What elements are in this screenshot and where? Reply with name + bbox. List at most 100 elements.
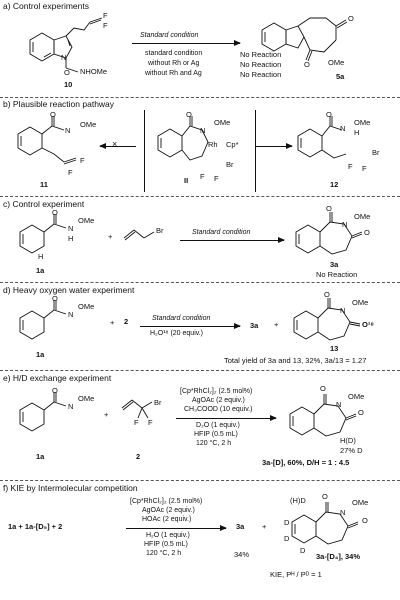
compound-1a-label-d: 1a [36,350,45,359]
compound-10-structure [29,17,103,73]
atom-ome-3a-c: OMe [354,212,371,221]
atom-o-ii: O [186,110,192,119]
atom-br-ii: Br [226,160,234,169]
atom-o2-5a: O [304,60,310,69]
kie-f: KIE, Pᴴ / Pᴰ = 1 [270,570,322,579]
condition-e-2: AgOAc (2 equiv.) [192,397,245,404]
arrow-f [126,525,227,531]
arrow-d [140,323,241,329]
atom-ome-ii: OMe [214,118,231,127]
intermediate-ii-label: II [184,176,189,185]
plus-d: + [110,318,115,327]
atom-f1-12: F [348,162,353,171]
section-b-title: b) Plausible reaction pathway [3,99,115,109]
atom-ome-1a-c: OMe [78,216,95,225]
compound-5a-label: 5a [336,72,345,81]
atom-f1-a: F [103,11,108,20]
condition-f-5: HFIP (0.5 mL) [144,541,188,548]
divider-a [0,97,400,98]
arrow-e [176,415,277,421]
compound-2-structure-e [121,399,153,419]
atom-o1-3a-e: O [320,384,326,393]
atom-f2-11: F [68,168,73,177]
compound-1a-structure-c [19,214,67,254]
atom-ome-3a-f: OMe [352,498,369,507]
atom-n-12: N [340,124,346,133]
condition-e-4: D₂O (1 equiv.) [196,422,240,429]
section-c-title: c) Control experiment [3,199,85,209]
condition-e-3: CH₃COOD (10 equiv.) [184,406,253,413]
atom-cp-ii: Cp* [226,140,239,149]
arrow-a [132,40,241,46]
d-percent-e: 27% D [340,446,363,455]
atom-ome-5a: OMe [328,58,345,67]
compound-10-label: 10 [64,80,73,89]
section-b: b) Plausible reaction pathway O N OMe F … [0,98,400,198]
compound-1a-label-e: 1a [36,452,45,461]
atom-ome-13: OMe [352,298,369,307]
atom-n-3a-e: N [336,400,342,409]
condition-c: Standard condition [192,229,251,236]
hd-label-e: H(D) [340,436,356,445]
atom-o-11: O [50,110,56,119]
divider-e [0,480,400,481]
atom-o1-3a-c: O [326,204,332,213]
condition-a: Standard condition [140,32,199,39]
reagent-2-label-d: 2 [124,317,129,326]
atom-o-a: O [64,68,70,77]
compound-13-structure [293,298,361,341]
atom-f2-12: F [362,164,367,173]
atom-n-3a-c: N [342,220,348,229]
condition-d-bottom: H₂O¹⁸ (20 equiv.) [150,330,203,337]
atom-o2-3a-e: O [358,408,364,417]
section-d: d) Heavy oxygen water experiment O N OMe… [0,284,400,370]
compound-5a-structure [261,17,348,62]
compound-3a-label-c: 3a [330,260,339,269]
condition-e-6: 120 °C, 2 h [196,440,232,447]
atom-n-1a-e: N [68,402,74,411]
compound-2-label-e: 2 [136,452,141,461]
atom-h-1a-c: H [68,234,74,243]
compound-12-label: 12 [330,180,339,189]
reactants-f: 1a + 1a-[D₅] + 2 [8,522,63,531]
atom-ome-1a-e: OMe [78,394,95,403]
compound-13-label: 13 [330,344,339,353]
atom-nhome-a: NHOMe [80,67,108,76]
atom-br-c: Br [156,226,164,235]
atom-ome-12: OMe [354,118,371,127]
control-a-1: standard condition [145,50,203,57]
condition-f-6: 120 °C, 2 h [146,550,182,557]
compound-1a-structure-e [19,392,67,432]
hd-label-f: (H)D [290,496,306,505]
yield-3a-f: 34% [234,550,250,559]
atom-f2-2-e: F [148,418,153,427]
section-a-title: a) Control experiments [3,1,89,11]
atom-n-ii: N [200,126,206,135]
atom-f1-11: F [80,156,85,165]
yield-d: Total yield of 3a and 13, 32%, 3a/13 = 1… [224,356,367,365]
atom-o2-3a-f: O [362,516,368,525]
d2-label-f: D [284,534,290,543]
section-d-title: d) Heavy oxygen water experiment [3,285,135,295]
atom-n-1a-d: N [68,310,74,319]
control-a-3: without Rh and Ag [145,70,202,77]
product-3a-label-d: 3a [250,321,259,330]
atom-br-2-e: Br [154,398,162,407]
atom-n-1a-c: N [68,224,74,233]
section-c: c) Control experiment O N H OMe H 1a + B… [0,198,400,282]
condition-f-4: H₂O (1 equiv.) [146,532,190,539]
compound-12-structure [297,116,347,159]
result-a-3: No Reaction [240,70,282,79]
atom-o-1a-e: O [52,386,58,395]
section-e: e) H/D exchange experiment O N OMe 1a + … [0,372,400,480]
divider-b [0,196,400,197]
atom-h-12: H [354,128,360,137]
atom-o2-3a-c: O [364,228,370,237]
condition-f-3: HOAc (2 equiv.) [142,516,192,523]
arrow-b-right [256,143,293,149]
atom-ome-11: OMe [80,120,97,129]
atom-n-3a-f: N [340,508,346,517]
compound-11-label: 11 [40,180,48,189]
atom-n-13: N [340,306,346,315]
result-e: 3a-[D], 60%, D/H = 1 : 4.5 [262,458,350,467]
